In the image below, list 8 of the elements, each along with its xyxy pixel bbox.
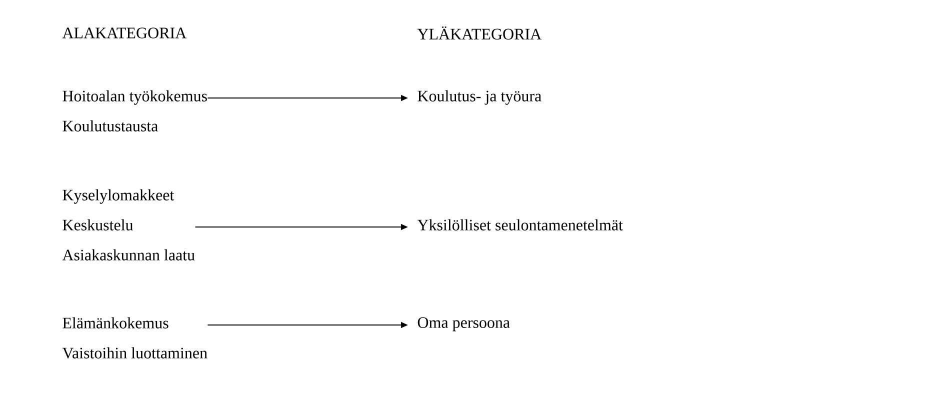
column-heading: YLÄKATEGORIA bbox=[417, 26, 542, 40]
category-label: Koulutus- ja työura bbox=[418, 90, 542, 105]
category-label: Oma persoona bbox=[418, 317, 510, 332]
category-list: Hoitoalan työkokemus Koulutustausta bbox=[62, 90, 207, 132]
category-label: Yksilölliset seulontamenetelmät bbox=[417, 219, 623, 230]
category-list: Kyselylomakkeet Keskustelu Asiakaskunnan laatu bbox=[62, 189, 195, 260]
category-list: Elämänkokemus Vaistoihin luottaminen bbox=[62, 317, 208, 359]
column-heading: ALAKATEGORIA bbox=[62, 28, 187, 38]
